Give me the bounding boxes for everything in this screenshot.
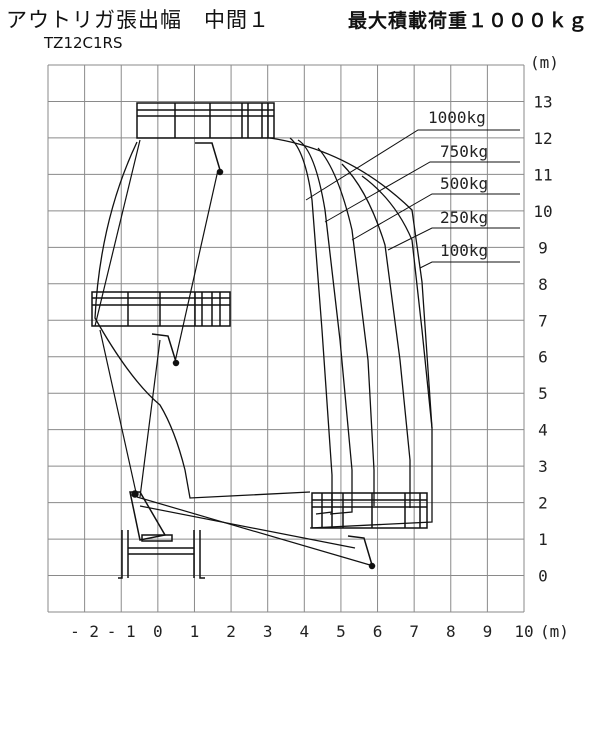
grid [47, 64, 525, 613]
y-tick-label: 6 [538, 348, 548, 367]
boom-lines [94, 139, 371, 566]
x-tick-label: 0 [153, 622, 163, 641]
y-tick-label: 13 [533, 92, 552, 111]
x-unit-label: (m) [540, 622, 569, 641]
y-tick-label: 12 [533, 129, 552, 148]
model-name: TZ12C1RS [44, 34, 123, 52]
y-tick-label: 4 [538, 421, 548, 440]
x-tick-label: - 2 [70, 622, 99, 641]
platform-extended [311, 492, 428, 570]
legend-100kg: 100kg [440, 241, 488, 260]
x-tick-label: 3 [263, 622, 273, 641]
curve-750kg [297, 139, 353, 515]
x-tick-label: 7 [409, 622, 419, 641]
curve-100kg [361, 175, 433, 429]
platform-top [136, 102, 275, 176]
x-tick-label: 10 [514, 622, 533, 641]
y-unit-label: (m) [530, 53, 559, 72]
y-tick-label: 11 [533, 165, 552, 184]
chart-title: アウトリガ張出幅 中間１ [6, 8, 270, 32]
x-tick-label: 9 [483, 622, 493, 641]
x-tick-label: 2 [226, 622, 236, 641]
legend: 1000kg 750kg 500kg 250kg 100kg [428, 108, 488, 260]
x-tick-label: 1 [190, 622, 200, 641]
x-axis-ticks: - 2 - 1 0 1 2 3 4 5 6 7 8 9 10 [70, 622, 533, 641]
legend-1000kg: 1000kg [428, 108, 486, 127]
y-tick-label: 8 [538, 275, 548, 294]
legend-leaders [305, 129, 520, 269]
legend-750kg: 750kg [440, 142, 488, 161]
x-tick-label: 8 [446, 622, 456, 641]
legend-500kg: 500kg [440, 174, 488, 193]
curve-500kg [317, 147, 375, 506]
x-tick-label: - 1 [107, 622, 136, 641]
legend-250kg: 250kg [440, 208, 488, 227]
y-tick-label: 5 [538, 384, 548, 403]
x-tick-label: 6 [373, 622, 383, 641]
x-tick-label: 5 [336, 622, 346, 641]
y-tick-label: 7 [538, 311, 548, 330]
y-tick-label: 3 [538, 457, 548, 476]
max-load-title: 最大積載荷重１０００ｋｇ [348, 10, 589, 32]
load-curves [289, 137, 433, 515]
y-tick-label: 2 [538, 494, 548, 513]
curve-1000kg [289, 137, 333, 515]
y-tick-label: 1 [538, 530, 548, 549]
x-tick-label: 4 [299, 622, 309, 641]
truck-base [118, 490, 205, 579]
y-tick-label: 9 [538, 238, 548, 257]
work-envelope [94, 137, 433, 529]
y-tick-label: 0 [538, 567, 548, 586]
y-tick-label: 10 [533, 202, 552, 221]
platform-middle [91, 291, 231, 367]
